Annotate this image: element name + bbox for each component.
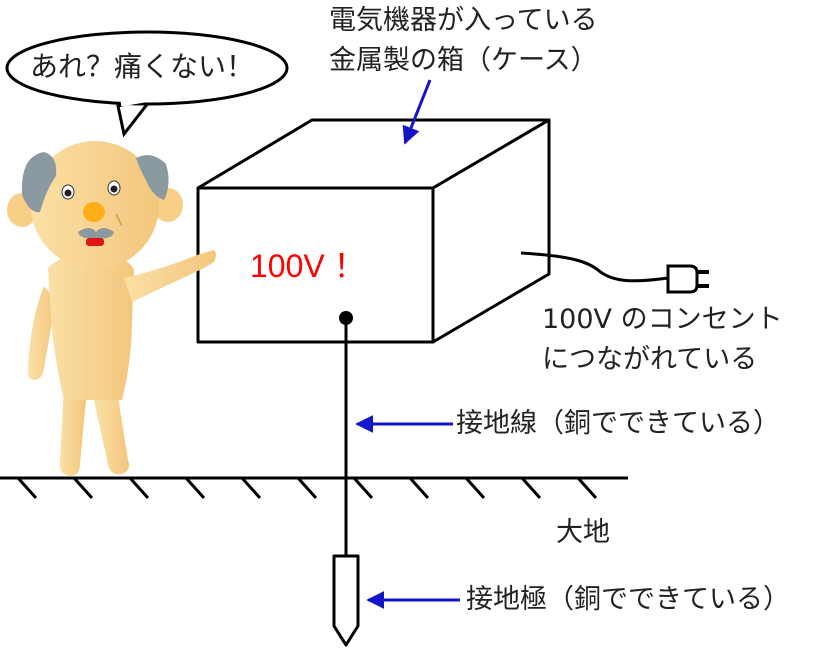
plug-icon [666,264,709,294]
ground-hatch-mark [296,476,318,500]
case-label-line1: 電気機器が入っている [329,5,598,36]
ground-wire [339,311,353,556]
outlet-label: 100V のコンセント につながれている [542,300,783,380]
earth-label: 大地 [556,517,610,548]
ground-wire-label: 接地線（銅でできている） [456,408,780,439]
ground-hatch-mark [520,476,542,500]
ground-hatch-mark [464,476,486,500]
ground-rod-label: 接地極（銅でできている） [466,584,790,615]
ground-hatch-mark [408,476,430,500]
outlet-label-line2: につながれている [542,344,758,375]
ground-surface [0,476,628,500]
ground-hatch-mark [184,476,206,500]
case-label: 電気機器が入っている 金属製の箱（ケース） [329,1,598,81]
old-man-figure [7,141,216,476]
voltage-text: 100V ！ [250,248,366,284]
power-cord [520,251,669,283]
outlet-label-line1: 100V のコンセント [542,304,783,335]
ground-hatch-mark [128,476,150,500]
ground-rod [332,554,360,647]
ground-hatch-mark [240,476,262,500]
arrow-to-case [402,79,432,145]
speech-bubble [5,30,289,138]
ground-hatch-mark [72,476,94,500]
ground-hatch-mark [16,476,38,500]
case-label-line2: 金属製の箱（ケース） [329,45,598,76]
metal-case [196,118,551,344]
arrows [355,79,460,609]
ground-hatch-mark [352,476,374,500]
ground-hatch-mark [576,476,598,500]
speech-bubble-text: あれ？痛くない！ [30,50,255,83]
